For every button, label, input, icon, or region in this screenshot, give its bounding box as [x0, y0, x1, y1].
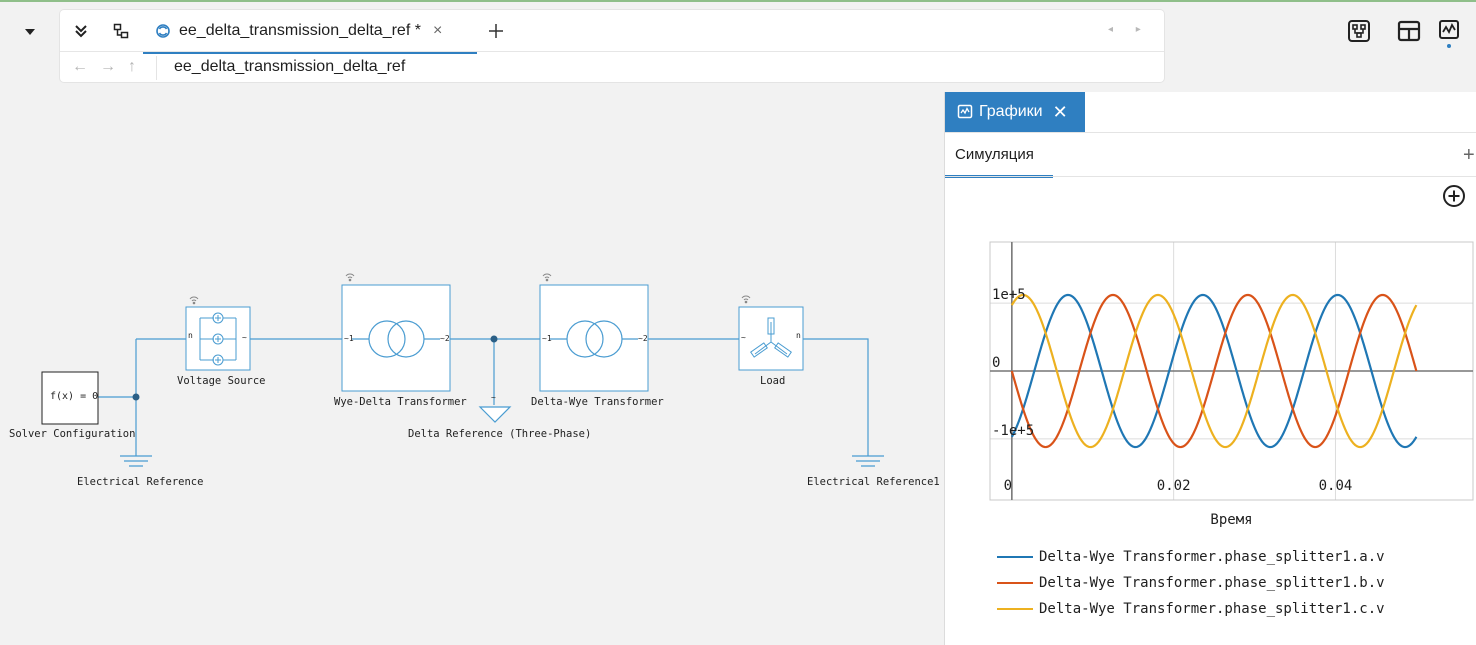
electrical-reference-block[interactable]: [120, 455, 152, 467]
add-subtab-icon[interactable]: +: [1463, 144, 1475, 166]
voltage-source-block[interactable]: [185, 306, 251, 371]
delta-reference-block[interactable]: [478, 406, 512, 423]
solver-configuration-block[interactable]: [41, 371, 99, 425]
forward-arrow-icon[interactable]: →: [100, 58, 116, 75]
x-tick-label: 0.02: [1157, 478, 1191, 494]
wye-delta-transformer-block[interactable]: [341, 284, 451, 392]
signal-icons: [189, 273, 751, 305]
grid-layout-icon: [1397, 20, 1421, 42]
legend-item[interactable]: Delta-Wye Transformer.phase_splitter1.a.…: [997, 547, 1467, 567]
legend-item[interactable]: Delta-Wye Transformer.phase_splitter1.b.…: [997, 573, 1467, 593]
grid-layout-button[interactable]: [1396, 18, 1422, 44]
load-label: Load: [760, 375, 786, 387]
tab-model[interactable]: ee_delta_transmission_delta_ref * ×: [143, 10, 477, 54]
add-plot-button[interactable]: [1442, 184, 1466, 208]
tab-scroll-arrows[interactable]: ◂ ▸: [1108, 24, 1151, 35]
electrical-reference1-block[interactable]: [852, 455, 884, 467]
chevron-down-icon: [25, 29, 35, 35]
plots-icon: [957, 104, 973, 119]
x-tick-label: 0: [1004, 478, 1012, 494]
legend-label: Delta-Wye Transformer.phase_splitter1.a.…: [1039, 549, 1385, 565]
hierarchy-icon: [113, 23, 129, 39]
delta-reference-label: Delta Reference (Three-Phase): [408, 428, 592, 440]
menu-dropdown-button[interactable]: [18, 20, 42, 44]
legend-swatch: [997, 608, 1033, 610]
voltage-source-port-n: n: [188, 331, 193, 340]
simulation-tab-label: Симуляция: [955, 145, 1034, 163]
diagram-svg: [41, 273, 884, 467]
junction-dot: [490, 335, 498, 343]
add-tab-button[interactable]: [484, 18, 508, 44]
voltage-source-port-out: ~: [242, 333, 247, 342]
delta-wye-transformer-block[interactable]: [539, 284, 649, 392]
wye-delta-port-out: ~2: [440, 334, 450, 343]
tab-title: ee_delta_transmission_delta_ref *: [179, 22, 421, 39]
electrical-reference-label: Electrical Reference: [77, 476, 204, 488]
voltage-source-label: Voltage Source: [177, 375, 266, 387]
back-arrow-icon[interactable]: ←: [72, 58, 88, 75]
model-library-icon: [1348, 20, 1370, 42]
solver-configuration-label: Solver Configuration: [9, 428, 136, 440]
path-separator: [156, 56, 157, 80]
solver-text: f(x) = 0: [50, 391, 99, 402]
diagram-canvas[interactable]: f(x) = 0 Solver Configuration Electrical…: [0, 90, 944, 645]
series-line: [1010, 293, 1418, 449]
tab-simulation[interactable]: Симуляция: [945, 133, 1053, 178]
tab-row: ee_delta_transmission_delta_ref * × ◂ ▸: [60, 10, 1164, 54]
model-hierarchy-button[interactable]: [108, 18, 134, 44]
y-tick-label: -1e+5: [992, 423, 1034, 439]
legend-label: Delta-Wye Transformer.phase_splitter1.c.…: [1039, 601, 1385, 617]
delta-wye-port-in: ~1: [542, 334, 552, 343]
legend-swatch: [997, 582, 1033, 584]
series-line: [1010, 293, 1418, 449]
delta-wye-port-out: ~2: [638, 334, 648, 343]
y-tick-label: 0: [992, 355, 1000, 371]
load-block[interactable]: [738, 306, 804, 371]
wye-delta-port-in: ~1: [344, 334, 354, 343]
delta-reference-port: ~: [491, 393, 496, 402]
plots-panel: Графики ✕ Симуляция + 0 0.02 0.04 1e+5 0 -1e+…: [944, 92, 1476, 645]
legend-swatch: [997, 556, 1033, 558]
wire-load-n[interactable]: [803, 338, 869, 456]
active-indicator: [1447, 44, 1451, 48]
legend-item[interactable]: Delta-Wye Transformer.phase_splitter1.c.…: [997, 599, 1467, 619]
load-port-in: ~: [741, 333, 746, 342]
breadcrumb[interactable]: ee_delta_transmission_delta_ref: [174, 58, 406, 75]
model-icon: [156, 24, 170, 38]
tab-close-icon[interactable]: ×: [432, 22, 443, 39]
chart-series: [1010, 293, 1418, 449]
path-bar: ← → ↑ ee_delta_transmission_delta_ref: [60, 52, 1164, 82]
plots-icon: [1439, 20, 1459, 39]
chart-ticks: 0 0.02 0.04 1e+5 0 -1e+5: [992, 287, 1352, 494]
panel-divider: [945, 132, 1476, 133]
up-arrow-icon[interactable]: ↑: [128, 58, 136, 75]
plots-tab-label: Графики: [979, 103, 1043, 120]
subtab-divider: [945, 176, 1476, 177]
x-tick-label: 0.04: [1319, 478, 1353, 494]
electrical-reference1-label: Electrical Reference1: [807, 476, 940, 488]
load-port-n: n: [796, 331, 801, 340]
y-tick-label: 1e+5: [992, 287, 1026, 303]
delta-wye-transformer-label: Delta-Wye Transformer: [531, 396, 664, 408]
tab-plots[interactable]: Графики ✕: [945, 92, 1085, 132]
line-chart[interactable]: 0 0.02 0.04 1e+5 0 -1e+5 Время: [945, 232, 1476, 572]
double-chevron-down-icon: [75, 25, 87, 38]
junction-dot: [132, 393, 140, 401]
legend-label: Delta-Wye Transformer.phase_splitter1.b.…: [1039, 575, 1385, 591]
wye-delta-transformer-label: Wye-Delta Transformer: [334, 396, 467, 408]
model-library-button[interactable]: [1346, 18, 1372, 44]
close-icon[interactable]: ✕: [1052, 101, 1068, 122]
window-top-border: [0, 0, 1476, 2]
series-line: [1010, 293, 1418, 449]
plots-button[interactable]: [1436, 18, 1462, 44]
plus-icon: [489, 24, 503, 38]
editor-tab-card: ee_delta_transmission_delta_ref * × ◂ ▸ …: [60, 10, 1164, 82]
x-axis-label: Время: [1210, 512, 1252, 528]
collapse-all-button[interactable]: [68, 18, 94, 44]
add-circle-icon: [1443, 185, 1465, 207]
